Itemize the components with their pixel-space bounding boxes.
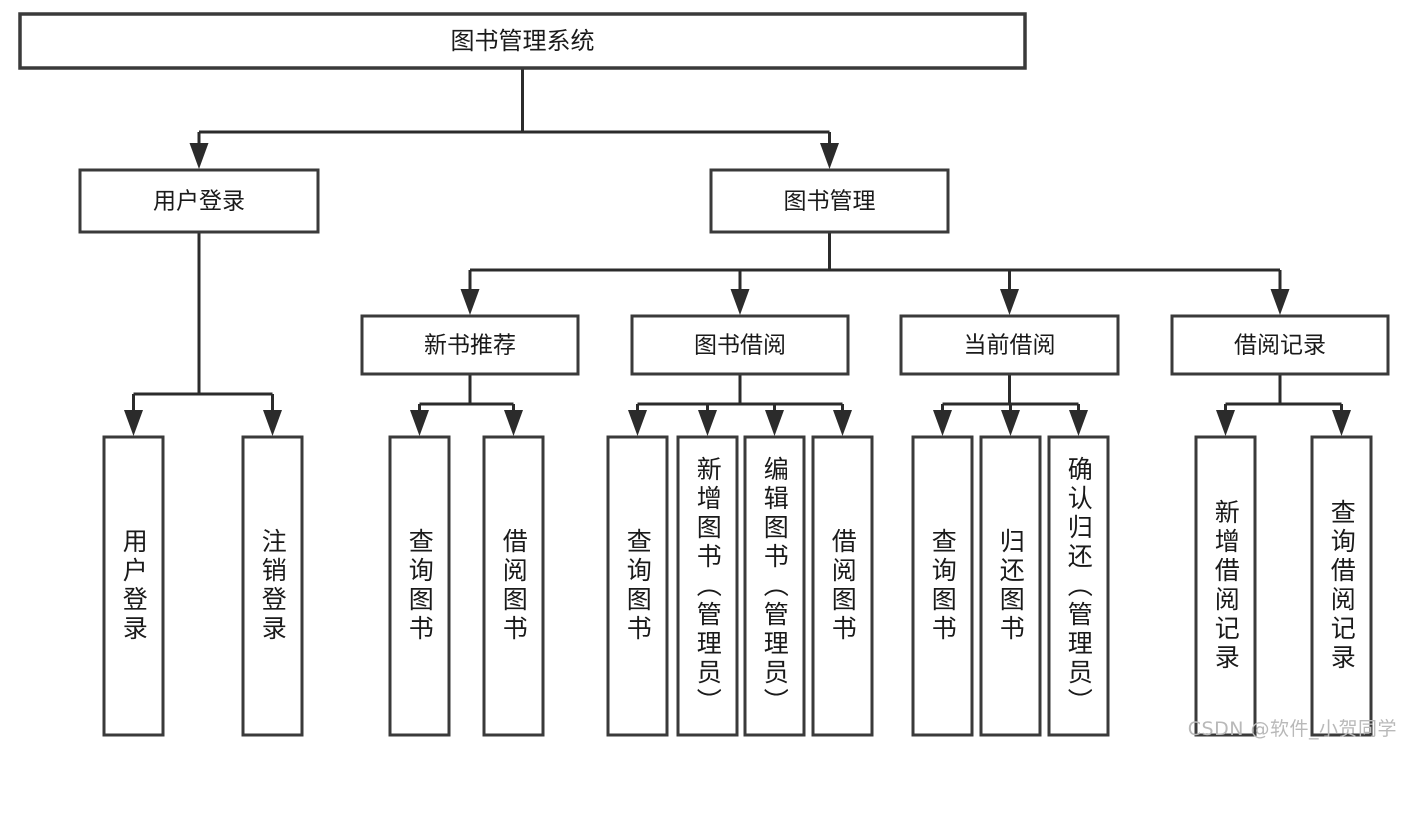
arrowhead xyxy=(460,289,480,315)
node-leaf_3[interactable] xyxy=(482,435,545,737)
connector-layer xyxy=(124,68,1351,436)
node-leaf_2[interactable] xyxy=(388,435,451,737)
node-leaf_4[interactable] xyxy=(606,435,669,737)
arrowhead xyxy=(1270,289,1290,315)
arrowhead xyxy=(410,410,429,436)
node-label: 图书管理 xyxy=(784,189,876,215)
arrowhead xyxy=(933,410,952,436)
node-box[interactable] xyxy=(606,435,669,737)
node-leaf_10[interactable] xyxy=(1047,435,1110,737)
node-box[interactable] xyxy=(102,435,165,737)
node-box[interactable] xyxy=(630,314,850,376)
node-label: 借阅记录 xyxy=(1234,333,1326,359)
arrowhead xyxy=(1001,410,1020,436)
node-leaf_12[interactable] xyxy=(1310,435,1373,737)
connector-group xyxy=(189,68,839,169)
node-box[interactable] xyxy=(676,435,739,737)
arrowhead xyxy=(820,143,839,169)
arrowhead xyxy=(730,289,750,315)
arrowhead xyxy=(124,410,143,436)
connector-group xyxy=(460,232,1290,315)
node-l2_3[interactable]: 借阅记录 xyxy=(1170,314,1390,376)
node-box[interactable] xyxy=(360,314,580,376)
arrowhead xyxy=(765,410,784,436)
arrowhead xyxy=(1216,410,1235,436)
node-leaf_0[interactable] xyxy=(102,435,165,737)
node-label: 用户登录 xyxy=(153,189,245,215)
node-leaf_8[interactable] xyxy=(911,435,974,737)
node-label: 图书借阅 xyxy=(694,333,786,359)
arrowhead xyxy=(263,410,282,436)
node-box[interactable] xyxy=(388,435,451,737)
connector-group xyxy=(628,374,852,436)
node-box[interactable] xyxy=(709,168,950,234)
node-l2_2[interactable]: 当前借阅 xyxy=(899,314,1120,376)
diagram-canvas: 图书管理系统用户登录图书管理新书推荐图书借阅当前借阅借阅记录 用户登录注销登录查… xyxy=(18,12,1397,740)
arrowhead xyxy=(833,410,852,436)
arrowhead xyxy=(698,410,717,436)
node-l2_0[interactable]: 新书推荐 xyxy=(360,314,580,376)
node-box[interactable] xyxy=(241,435,304,737)
node-box[interactable] xyxy=(979,435,1042,737)
node-box[interactable] xyxy=(1310,435,1373,737)
arrowhead xyxy=(628,410,647,436)
node-box[interactable] xyxy=(899,314,1120,376)
node-box[interactable] xyxy=(482,435,545,737)
node-box[interactable] xyxy=(1194,435,1257,737)
node-box[interactable] xyxy=(18,12,1027,70)
arrowhead xyxy=(504,410,523,436)
node-label: 当前借阅 xyxy=(964,333,1056,359)
node-box[interactable] xyxy=(1047,435,1110,737)
csdn-watermark: CSDN @软件_小贺同学 xyxy=(1187,718,1397,740)
node-label: 图书管理系统 xyxy=(451,27,595,55)
node-leaf_6[interactable] xyxy=(743,435,806,737)
node-box[interactable] xyxy=(78,168,320,234)
connector-group xyxy=(933,374,1088,436)
node-l1_0[interactable]: 用户登录 xyxy=(78,168,320,234)
node-leaf_9[interactable] xyxy=(979,435,1042,737)
node-leaf_11[interactable] xyxy=(1194,435,1257,737)
node-l2_1[interactable]: 图书借阅 xyxy=(630,314,850,376)
connector-group xyxy=(124,232,282,436)
node-box[interactable] xyxy=(911,435,974,737)
node-box[interactable] xyxy=(811,435,874,737)
arrowhead xyxy=(1069,410,1088,436)
connector-group xyxy=(1216,374,1351,436)
arrowhead xyxy=(1332,410,1351,436)
node-leaf_7[interactable] xyxy=(811,435,874,737)
node-leaf_5[interactable] xyxy=(676,435,739,737)
node-box[interactable] xyxy=(1170,314,1390,376)
node-leaf_1[interactable] xyxy=(241,435,304,737)
node-box[interactable] xyxy=(743,435,806,737)
node-l1_1[interactable]: 图书管理 xyxy=(709,168,950,234)
node-label: 新书推荐 xyxy=(424,333,516,359)
arrowhead xyxy=(1000,289,1019,315)
node-root[interactable]: 图书管理系统 xyxy=(18,12,1027,70)
arrowhead xyxy=(189,143,209,169)
connector-group xyxy=(410,374,523,436)
